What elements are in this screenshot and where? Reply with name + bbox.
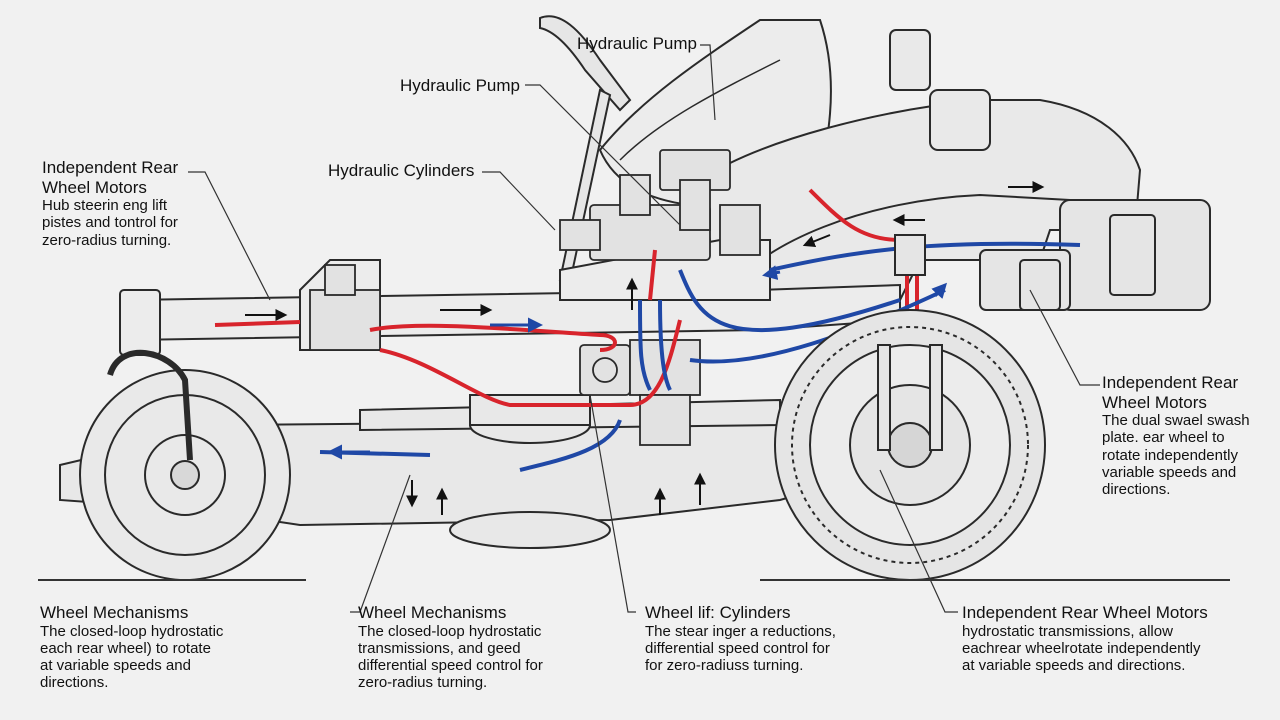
callout-title: Wheel lif: Cylinders: [645, 603, 791, 622]
callout-body: plate. ear wheel to: [1102, 429, 1225, 447]
callout-body: at variable speeds and: [40, 657, 191, 675]
callout-body: The stear inger a reductions,: [645, 622, 836, 640]
callout-body: pistes and tontrol for: [42, 214, 178, 232]
callout-hydraulic-pump-left: Hydraulic Pump: [400, 76, 520, 95]
callout-rear-motors-right: Independent Rear Wheel Motors The dual s…: [1102, 373, 1250, 498]
callout-body: differential speed control for: [358, 657, 543, 675]
front-wheel: [79, 349, 291, 581]
callout-body: hydrostatic transmissions, allow: [962, 622, 1173, 640]
callout-title: Wheel Motors: [42, 177, 147, 197]
callout-body: transmissions, and geed: [358, 639, 521, 657]
engine-block: [979, 199, 1211, 311]
callout-wheel-mechanisms-1: Wheel Mechanisms The closed-loop hydrost…: [40, 603, 223, 692]
callout-wheel-mechanisms-2: Wheel Mechanisms The closed-loop hydrost…: [358, 603, 543, 692]
callout-body: The closed-loop hydrostatic: [358, 622, 542, 640]
ground-line-right: [760, 579, 1230, 581]
callout-body: for zero-radiuss turning.: [645, 657, 804, 675]
callout-body: each rear wheel) to rotate: [40, 639, 211, 657]
leader-lines: [188, 44, 1100, 613]
callout-body: Hub steerin eng lift: [42, 197, 168, 215]
callout-body: differential speed control for: [645, 639, 830, 657]
callout-title: Independent Rear Wheel Motors: [962, 603, 1208, 622]
ground-line-left: [38, 579, 306, 581]
pump-manifold: [309, 149, 761, 446]
callout-wheel-lift-cylinders: Wheel lif: Cylinders The stear inger a r…: [645, 603, 836, 674]
callout-body: zero-radius turning.: [42, 231, 172, 249]
callout-title: Wheel Mechanisms: [358, 603, 507, 622]
callout-body: at variable speeds and directions.: [962, 657, 1186, 675]
callout-body: directions.: [1102, 481, 1171, 499]
callout-title: Wheel Motors: [1102, 392, 1207, 412]
callout-rear-motors-left: Independent Rear Wheel Motors Hub steeri…: [42, 158, 178, 249]
callout-body: The closed-loop hydrostatic: [40, 622, 224, 640]
callout-title: Independent Rear: [1102, 373, 1239, 392]
callout-body: rotate independently: [1102, 446, 1238, 464]
callout-body: zero-radius turning.: [358, 674, 488, 692]
callout-title: Wheel Mechanisms: [40, 603, 189, 622]
callout-body: variable speeds and: [1102, 463, 1237, 481]
rear-wheel: [774, 234, 1046, 581]
callout-body: directions.: [40, 674, 109, 692]
callout-hydraulic-pump-top: Hydraulic Pump: [577, 34, 697, 53]
callout-hydraulic-cylinders: Hydraulic Cylinders: [328, 161, 475, 180]
callout-body: The dual swael swash: [1102, 412, 1250, 430]
callout-title: Independent Rear: [42, 158, 179, 177]
callout-rear-motors-bottom: Independent Rear Wheel Motors hydrostati…: [962, 603, 1208, 674]
callout-body: eachrear wheelrotate independently: [962, 639, 1201, 657]
